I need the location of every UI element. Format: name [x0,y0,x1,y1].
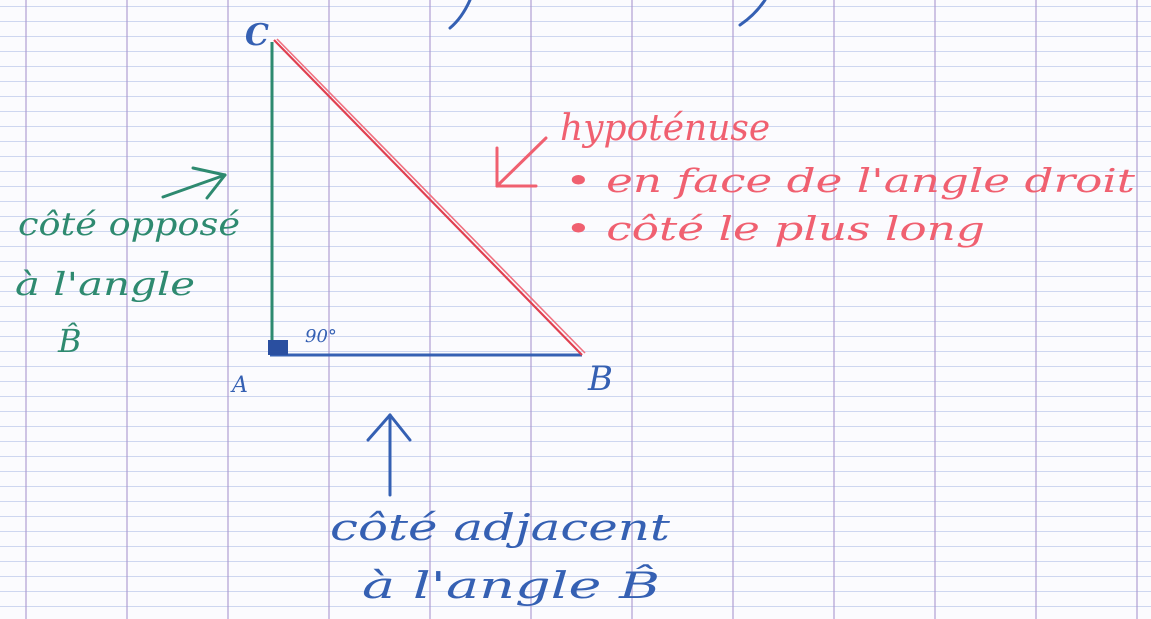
adjacent-line-1: côté adjacent [330,508,671,549]
hypotenuse-line-2: • côté le plus long [565,209,985,248]
hypotenuse-arrow-icon [495,136,548,188]
hypotenuse-title: hypoténuse [560,108,770,149]
top-scribble-right [738,0,767,27]
right-angle-mark [268,340,288,355]
side-hypotenuse-cb-stroke [276,38,586,354]
opposite-line-3: B̂ [57,322,82,360]
angle-label: 90° [305,326,337,347]
vertex-b-label: B [587,359,613,399]
hypotenuse-line-1: • en face de l'angle droit [565,161,1136,200]
opposite-arrow-icon [161,166,227,200]
vertex-c-label: C [245,18,269,53]
adjacent-line-2: à l'angle B̂ [362,564,660,607]
vertex-a-label: A [230,373,248,398]
opposite-line-2: à l'angle [15,265,195,303]
side-hypotenuse-cb [273,39,583,356]
adjacent-arrow-icon [366,413,412,497]
top-scribble-left [448,0,472,30]
opposite-line-1: côté opposé [18,205,240,243]
